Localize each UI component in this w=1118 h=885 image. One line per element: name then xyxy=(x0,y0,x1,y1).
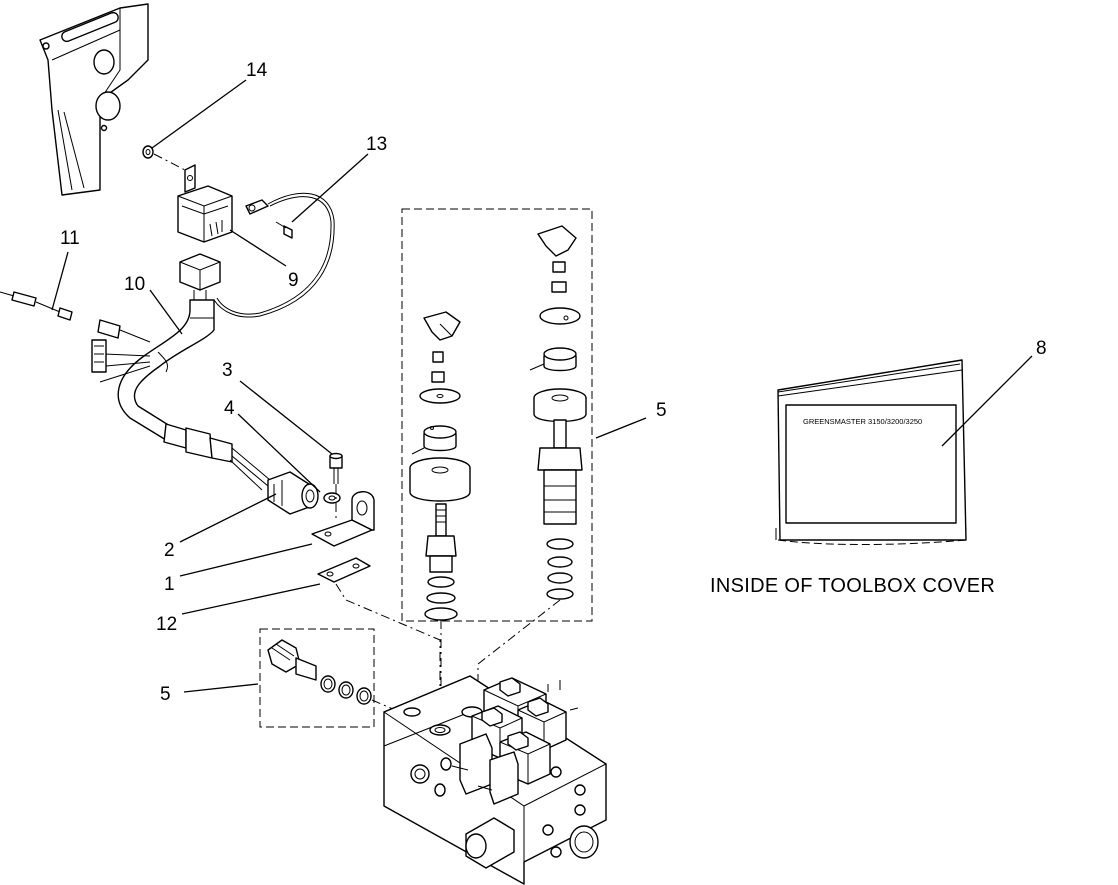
wire-harness xyxy=(91,253,271,491)
callout-13: 13 xyxy=(366,134,387,155)
decal-text: GREENSMASTER 3150/3200/3250 xyxy=(803,417,922,426)
screw-3 xyxy=(329,452,343,484)
callout-5-lower: 5 xyxy=(160,684,171,705)
callout-3: 3 xyxy=(222,360,233,381)
mounting-bracket xyxy=(39,3,149,196)
callout-11: 11 xyxy=(60,228,80,249)
callout-12: 12 xyxy=(156,614,177,635)
nut-14 xyxy=(142,145,154,159)
callout-5-upper: 5 xyxy=(656,400,667,421)
small-cartridge xyxy=(267,639,372,705)
switch xyxy=(267,471,319,515)
callout-4: 4 xyxy=(224,398,235,419)
callout-1: 1 xyxy=(164,574,175,595)
hydraulic-manifold xyxy=(382,675,607,885)
relay xyxy=(177,164,233,243)
callout-14: 14 xyxy=(246,60,268,81)
washer-4 xyxy=(323,492,341,504)
small-cartridge-box xyxy=(259,628,375,728)
cartridge-kit-box xyxy=(401,208,593,622)
callout-10: 10 xyxy=(124,274,145,295)
left-cartridge xyxy=(409,311,471,621)
mounting-plate xyxy=(317,557,371,583)
fuse-lead xyxy=(0,291,73,321)
leader-lines xyxy=(51,79,1033,693)
callout-numbers: 14 13 9 11 10 3 4 5 2 1 12 5 8 xyxy=(60,60,1047,705)
caption-inside-toolbox-cover: INSIDE OF TOOLBOX COVER xyxy=(710,575,995,597)
toolbox-decal xyxy=(775,359,967,545)
callout-9: 9 xyxy=(288,270,299,291)
ground-wire xyxy=(213,192,335,318)
callout-2: 2 xyxy=(164,540,175,561)
callout-8: 8 xyxy=(1036,338,1047,359)
switch-bracket xyxy=(311,491,375,547)
right-cartridge xyxy=(529,225,587,600)
